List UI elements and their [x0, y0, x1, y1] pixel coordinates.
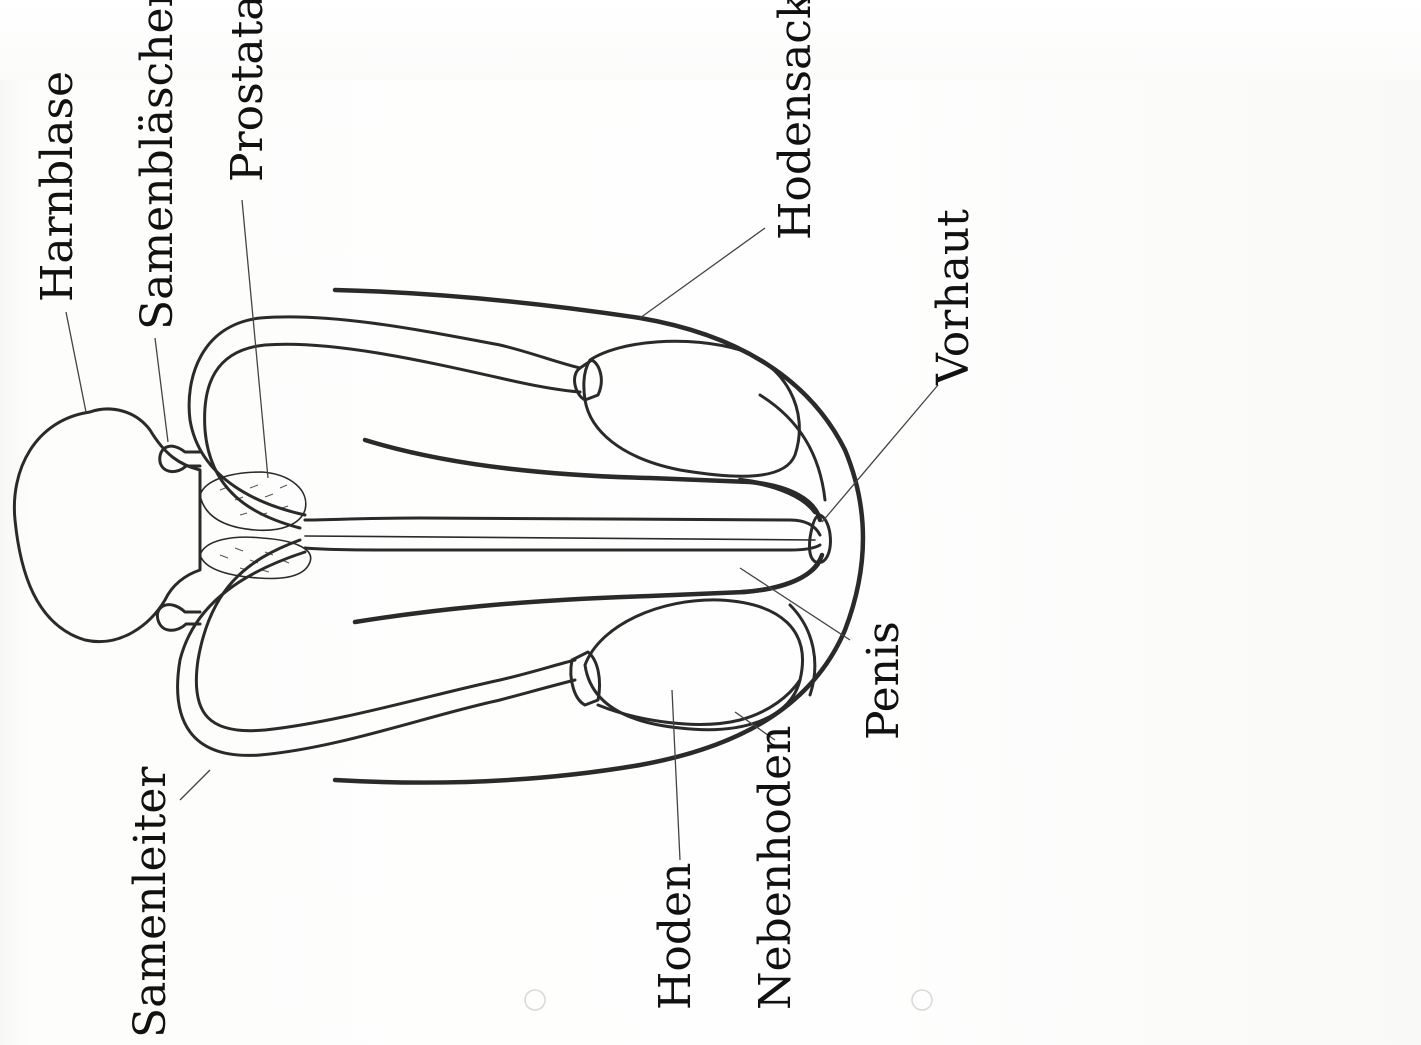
penis — [305, 440, 830, 622]
testis-upper-shape — [584, 341, 800, 476]
foreskin-lower — [742, 564, 818, 592]
punch-holes — [525, 990, 932, 1010]
penis-shaft-upper — [305, 518, 820, 535]
label-hodensack: Hodensack — [770, 0, 821, 240]
prostate-upper-lobe — [200, 472, 306, 530]
leader-prostata — [242, 200, 268, 478]
leader-vorhaut — [822, 385, 938, 522]
punch-hole-right — [912, 990, 932, 1010]
leader-hoden — [672, 690, 680, 860]
punch-hole-left — [525, 990, 545, 1010]
urethra-line — [305, 536, 815, 540]
bladder-shape — [14, 409, 200, 642]
label-harnblase: Harnblase — [32, 71, 83, 302]
leader-samenblaeschen — [155, 338, 168, 442]
label-nebenhoden: Nebenhoden — [750, 726, 801, 1010]
label-samenblaeschen: Samenbläschen — [132, 0, 183, 330]
label-hoden: Hoden — [650, 863, 701, 1010]
epididymis-lower — [571, 652, 600, 705]
leader-hodensack — [640, 228, 765, 318]
vas-deferens-upper-outer — [189, 317, 580, 515]
leader-samenleiter — [180, 770, 210, 800]
leader-harnblase — [66, 312, 86, 412]
testis-lower — [571, 600, 803, 730]
vas-deferens-lower-outer — [178, 552, 575, 755]
label-vorhaut: Vorhaut — [928, 209, 979, 386]
vas-deferens-lower-inner — [196, 540, 575, 731]
testis-lower-shape — [585, 600, 802, 730]
label-penis: Penis — [858, 621, 909, 740]
label-samenleiter: Samenleiter — [125, 766, 176, 1038]
penis-outer-lower — [355, 555, 822, 622]
penis-shaft-lower — [305, 545, 820, 550]
label-prostata: Prostata — [222, 0, 273, 182]
